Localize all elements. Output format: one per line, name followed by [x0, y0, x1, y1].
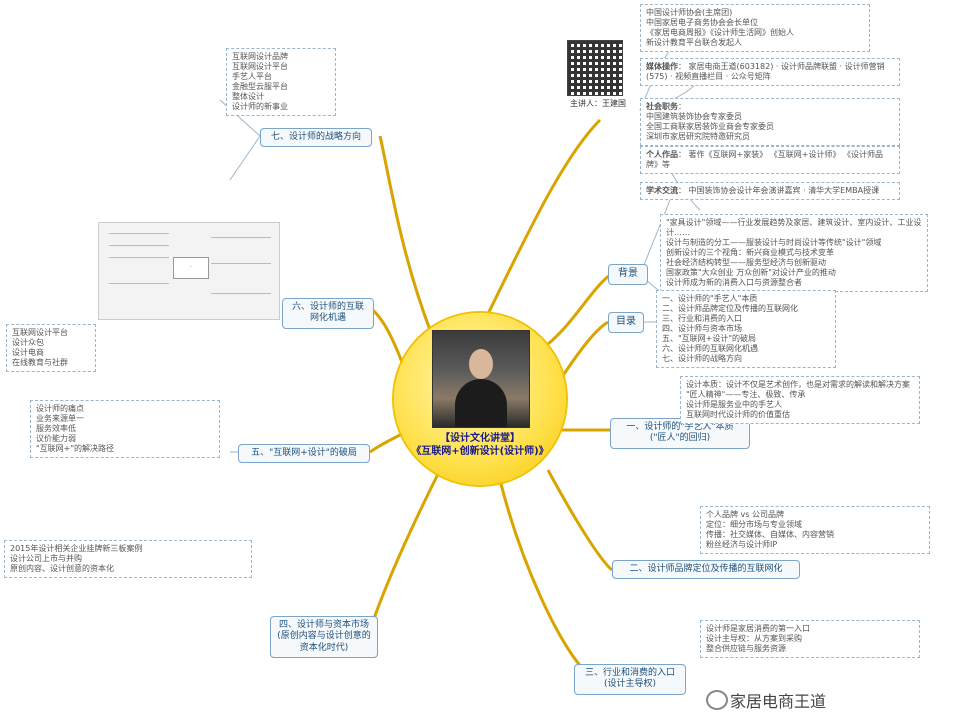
- contents-item[interactable]: 二、设计师品牌定位及传播的互联网化: [662, 304, 798, 313]
- branch-4-item: 2015年设计相关企业挂牌新三板案例: [10, 544, 143, 553]
- group-item: 《互联网+设计师》: [769, 150, 841, 159]
- group-item: 设计师营销(575): [646, 62, 885, 81]
- contents-item[interactable]: 四、设计师与资本市场: [662, 324, 742, 333]
- branch-2-item: 个人品牌 vs 公司品牌: [706, 510, 784, 519]
- wechat-icon: [706, 690, 728, 710]
- branch-7-item: 设计师的新事业: [232, 102, 288, 111]
- branch-1-details: 设计本质：设计不仅是艺术创作，也是对需求的解读和解决方案 "匠人精神"——专注、…: [680, 376, 920, 424]
- background-item: 社会经济结构转型——服务型经济与创新驱动: [666, 258, 826, 267]
- speaker-group-academic: 学术交流： 中国装饰协会设计年会演讲嘉宾 · 清华大学EMBA授课: [640, 182, 900, 200]
- branch-7-strategy[interactable]: 七、设计师的战略方向: [260, 128, 372, 148]
- group-item: 深圳市家居研究院特邀研究员: [646, 132, 750, 141]
- branch-5-item: "互联网+"的解决路径: [36, 444, 115, 453]
- central-topic-title-line1: 【设计文化讲堂】: [440, 433, 520, 444]
- branch-7-item: 互联网设计平台: [232, 62, 288, 71]
- contents-item[interactable]: 七、设计师的战略方向: [662, 354, 742, 363]
- branch-1-item: 设计本质：设计不仅是艺术创作，也是对需求的解读和解决方案: [686, 380, 910, 389]
- speaker-photo: [432, 330, 530, 428]
- speaker-group-works: 个人作品： 著作《互联网+家装》 《互联网+设计师》 《设计师品牌》等: [640, 146, 900, 174]
- background-item: 创新设计的三个视角：新兴商业模式与技术变革: [666, 248, 834, 257]
- branch-2-item: 粉丝经济与设计师IP: [706, 540, 778, 549]
- branch-6-item: 互联网设计平台: [12, 328, 68, 337]
- branch-3-entry[interactable]: 三、行业和消费的入口 (设计主导权): [574, 664, 686, 695]
- contents-item[interactable]: 六、设计师的互联网化机遇: [662, 344, 758, 353]
- branch-2-item: 定位：细分市场与专业领域: [706, 520, 802, 529]
- branch-4-item: 设计公司上市与并购: [10, 554, 82, 563]
- contents-item[interactable]: 五、"互联网+设计"的破局: [662, 334, 757, 343]
- group-item: 全国工商联家居装饰业商会专家委员: [646, 122, 774, 131]
- branch-3-item: 设计师是家居消费的第一入口: [706, 624, 810, 633]
- branch-2-item: 传播：社交媒体、自媒体、内容营销: [706, 530, 834, 539]
- branch-4-capital[interactable]: 四、设计师与资本市场 (原创内容与设计创意的资本化时代): [270, 616, 378, 658]
- branch-7-item: 互联网设计品牌: [232, 52, 288, 61]
- branch-4-item: 原创内容、设计创意的资本化: [10, 564, 114, 573]
- branch-5-item: 设计师的痛点: [36, 404, 84, 413]
- background-item: "家具设计"领域——行业发展趋势及家居、建筑设计、室内设计、工业设计……: [666, 218, 922, 237]
- branch-5-breakthrough[interactable]: 五、"互联网+设计"的破局: [238, 444, 370, 464]
- speaker-credentials-top: 中国设计师协会(主席团) 中国家居电子商务协会会长单位 《家居电商周报》《设计师…: [640, 4, 870, 52]
- branch-5-details: 设计师的痛点 业务来源单一 服务效率低 议价能力弱 "互联网+"的解决路径: [30, 400, 220, 458]
- group-item: 设计师品牌联盟: [780, 62, 837, 71]
- branch-2-details: 个人品牌 vs 公司品牌 定位：细分市场与专业领域 传播：社交媒体、自媒体、内容…: [700, 506, 930, 554]
- branch-4-details: 2015年设计相关企业挂牌新三板案例 设计公司上市与并购 原创内容、设计创意的资…: [4, 540, 252, 578]
- speaker-photo-head: [469, 349, 493, 379]
- branch-2-brand[interactable]: 二、设计师品牌定位及传播的互联网化: [612, 560, 800, 580]
- branch-7-details: 互联网设计品牌 互联网设计平台 手艺人平台 金融型云服平台 整体设计 设计师的新…: [226, 48, 336, 116]
- branch-1-item: 设计师是服务业中的手艺人: [686, 400, 782, 409]
- branch-7-item: 手艺人平台: [232, 72, 272, 81]
- branch-6-item: 设计电商: [12, 348, 44, 357]
- branch-5-item: 议价能力弱: [36, 434, 76, 443]
- group-item: 中国建筑装饰协会专家委员: [646, 112, 742, 121]
- branch-5-item: 服务效率低: [36, 424, 76, 433]
- qr-code-icon: [567, 40, 623, 96]
- qr-speaker-label: 主讲人：王建国: [570, 99, 626, 108]
- group-item: 清华大学EMBA授课: [808, 186, 880, 195]
- contents-item[interactable]: 一、设计师的"手艺人"本质: [662, 294, 758, 303]
- group-title: 媒体操作: [646, 62, 678, 71]
- credential-item: 新设计教育平台联合发起人: [646, 38, 742, 47]
- background-item: 设计师成为新的消费入口与资源整合者: [666, 278, 802, 287]
- branch-7-item: 整体设计: [232, 92, 264, 101]
- group-title: 个人作品: [646, 150, 678, 159]
- credential-item: 中国家居电子商务协会会长单位: [646, 18, 758, 27]
- branch-1-item: "匠人精神"——专注、极致、传承: [686, 390, 806, 399]
- branch-6-item: 设计众包: [12, 338, 44, 347]
- background-item: 国家政策"大众创业 万众创新"对设计产业的推动: [666, 268, 836, 277]
- group-item: 视频直播栏目: [675, 72, 724, 81]
- branch-6-opportunity[interactable]: 六、设计师的互联网化机遇: [282, 298, 374, 329]
- group-title: 社会职务: [646, 102, 678, 111]
- background-details: "家具设计"领域——行业发展趋势及家居、建筑设计、室内设计、工业设计…… 设计与…: [660, 214, 928, 292]
- central-topic-title: 【设计文化讲堂】 《互联网+创新设计(设计师)》: [404, 432, 556, 458]
- contents-list: 一、设计师的"手艺人"本质 二、设计师品牌定位及传播的互联网化 三、行业和消费的…: [656, 290, 836, 368]
- speaker-group-social: 社会职务： 中国建筑装饰协会专家委员 全国工商联家居装饰业商会专家委员 深圳市家…: [640, 98, 900, 146]
- thumbnail-center-node: ·: [173, 257, 209, 279]
- branch-3-item: 设计主导权：从方案到采购: [706, 634, 802, 643]
- group-title: 学术交流: [646, 186, 678, 195]
- central-topic-title-line2: 《互联网+创新设计(设计师)》: [411, 446, 549, 457]
- group-item: 著作《互联网+家装》: [688, 150, 768, 159]
- branch-6-mindmap-thumbnail: ·: [98, 222, 280, 320]
- branch-6-details: 互联网设计平台 设计众包 设计电商 在线教育与社群: [6, 324, 96, 372]
- group-item: 《设计师品牌》等: [646, 150, 884, 169]
- branch-1-item: 互联网时代设计师的价值重估: [686, 410, 790, 419]
- watermark-text: 家居电商王道: [730, 692, 827, 711]
- branch-contents[interactable]: 目录: [608, 312, 644, 333]
- branch-7-item: 金融型云服平台: [232, 82, 288, 91]
- contents-item[interactable]: 三、行业和消费的入口: [662, 314, 742, 323]
- credential-item: 中国设计师协会(主席团): [646, 8, 733, 17]
- branch-6-item: 在线教育与社群: [12, 358, 68, 367]
- branch-3-item: 整合供应链与服务资源: [706, 644, 786, 653]
- group-item: 家居电商王道(603182): [688, 62, 774, 71]
- branch-3-details: 设计师是家居消费的第一入口 设计主导权：从方案到采购 整合供应链与服务资源: [700, 620, 920, 658]
- branch-5-item: 业务来源单一: [36, 414, 84, 423]
- branch-background[interactable]: 背景: [608, 264, 648, 285]
- group-item: 公众号矩阵: [730, 72, 771, 81]
- credential-item: 《家居电商周报》《设计师生活网》创始人: [646, 28, 794, 37]
- speaker-photo-body: [455, 379, 507, 427]
- background-item: 设计与制造的分工——服装设计与时尚设计等传统"设计"领域: [666, 238, 882, 247]
- group-item: 中国装饰协会设计年会演讲嘉宾: [688, 186, 801, 195]
- speaker-group-media: 媒体操作： 家居电商王道(603182) · 设计师品牌联盟 · 设计师营销(5…: [640, 58, 900, 86]
